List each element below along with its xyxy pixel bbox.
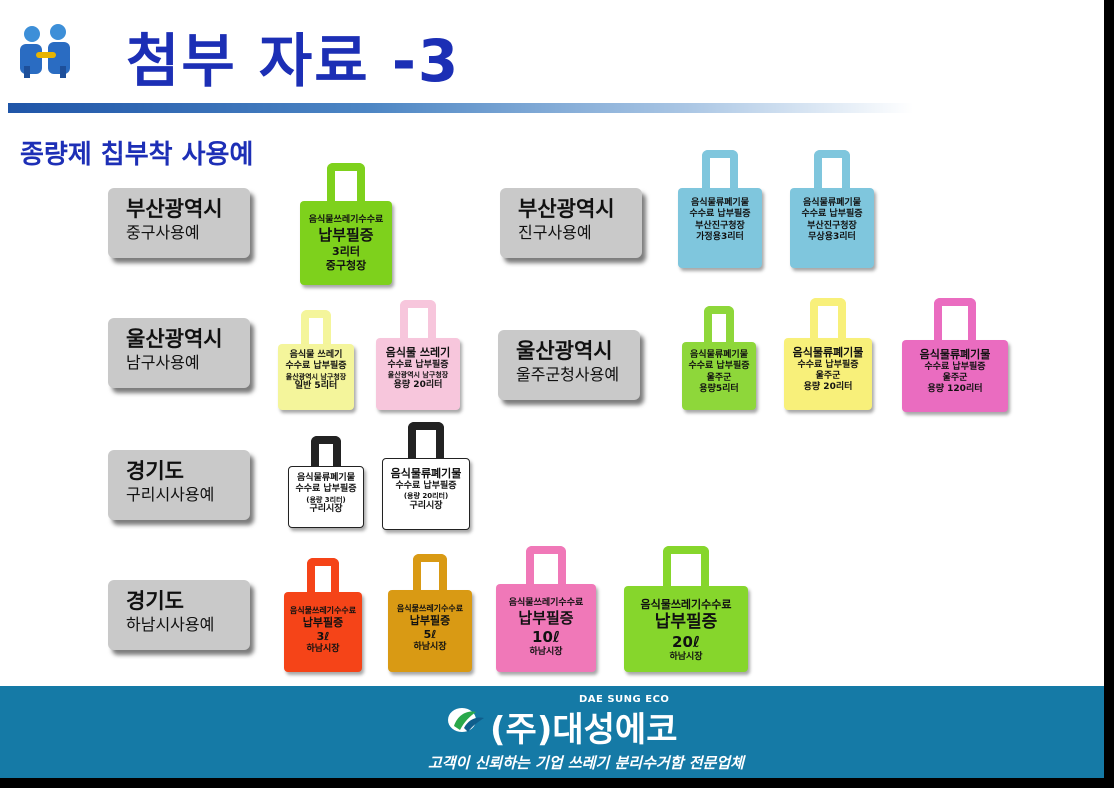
bag-image: 음식물 쓰레기 수수료 납부필증 울산광역시 남구청장 용량 20리터 xyxy=(376,300,460,410)
bag-line: 구리시장 xyxy=(309,504,343,515)
label-line1: 부산광역시 xyxy=(126,197,223,221)
bag-line: 음식물류폐기물 xyxy=(792,346,864,359)
company-name-korean: (주)대성에코 xyxy=(490,710,678,750)
bag-line: 하남시장 xyxy=(306,643,340,654)
label-ulsan-namgu: 울산광역시 남구사용예 xyxy=(108,318,250,388)
bag-image: 음식물쓰레기수수료 납부필증 5ℓ 하남시장 xyxy=(388,554,472,672)
bag-image: 음식물쓰레기수수료 납부필증 20ℓ 하남시장 xyxy=(624,546,748,672)
bag-image: 음식물쓰레기수수료 납부필증 10ℓ 하남시장 xyxy=(496,546,596,672)
bag-image: 음식물쓰레기수수료 납부필증 3ℓ 하남시장 xyxy=(284,558,362,672)
bag-line: 음식물 쓰레기 xyxy=(385,346,451,359)
bag-line: 울주군 xyxy=(815,371,841,381)
bag-line: 부산진구청장 xyxy=(695,220,745,231)
bag-line: 구리시장 xyxy=(409,500,443,511)
bag-line: 음식물류폐기물 xyxy=(691,198,749,208)
label-line1: 울산광역시 xyxy=(516,339,613,363)
label-line1: 경기도 xyxy=(126,589,184,613)
bag-line: 3리터 xyxy=(332,245,360,258)
bag-image: 음식물류폐기물 수수료 납부필증 울주군 용량 120리터 xyxy=(902,298,1008,412)
bag-line: 수수료 납부필증 xyxy=(688,361,750,372)
bag-line: 음식물류폐기물 xyxy=(919,348,991,361)
bag-image: 음식물류폐기물 수수료 납부필증 울주군 용량5리터 xyxy=(682,306,756,410)
bag-line: 울주군 xyxy=(942,373,968,383)
bag-line: 수수료 납부필증 xyxy=(285,361,347,372)
bag-line: 하남시장 xyxy=(529,646,563,657)
bag-line: 납부필증 xyxy=(318,226,374,245)
bag-image: 음식물류폐기물 수수료 납부필증 울주군 용량 20리터 xyxy=(784,298,872,410)
label-line1: 경기도 xyxy=(126,459,184,483)
section-subtitle: 종량제 칩부착 사용예 xyxy=(20,140,254,170)
bag-line: 5ℓ xyxy=(423,627,437,641)
title-divider xyxy=(8,103,913,113)
bag-line: 하남시장 xyxy=(413,641,447,652)
label-busan-junggu: 부산광역시 중구사용예 xyxy=(108,188,250,258)
bag-line: 수수료 납부필증 xyxy=(387,359,449,370)
two-people-icon xyxy=(20,24,70,78)
bag-line: 음식물쓰레기수수료 xyxy=(308,215,384,225)
bag-line: 납부필증 xyxy=(302,616,344,629)
bag-line: 울산광역시 남구청장 xyxy=(285,372,347,381)
bag-line: 수수료 납부필증 xyxy=(395,480,457,491)
bag-line: 수수료 납부필증 xyxy=(689,209,751,220)
bag-image: 음식물류폐기물 수수료 납부필증 부산진구청장 무상용3리터 xyxy=(790,150,874,268)
label-gyeonggi-guri: 경기도 구리시사용예 xyxy=(108,450,250,520)
bag-line: 수수료 납부필증 xyxy=(797,359,859,370)
bag-line: 가정용3리터 xyxy=(696,231,744,242)
bag-line: 무상용3리터 xyxy=(808,231,856,242)
bag-line: (용량 20리터) xyxy=(403,492,449,500)
bag-line: 10ℓ xyxy=(532,628,560,646)
bag-line: 음식물류폐기물 xyxy=(803,198,861,208)
bag-line: 하남시장 xyxy=(669,651,703,662)
bag-image: 음식물류폐기물 수수료 납부필증 (용량 3리터) 구리시장 xyxy=(288,436,364,528)
bag-line: 음식물류폐기물 xyxy=(690,350,748,360)
bag-line: 울주군 xyxy=(706,372,732,383)
company-name-english: DAE SUNG ECO xyxy=(579,694,670,705)
label-line2: 남구사용예 xyxy=(126,353,200,372)
bag-line: 용량 20리터 xyxy=(393,379,443,390)
label-line2: 중구사용예 xyxy=(126,223,200,242)
bag-line: 수수료 납부필증 xyxy=(801,209,863,220)
bag-line: 20ℓ xyxy=(672,633,700,651)
bag-line: 수수료 납부필증 xyxy=(295,484,357,495)
bag-line: 중구청장 xyxy=(325,258,367,272)
label-line1: 부산광역시 xyxy=(518,197,615,221)
label-line2: 울주군청사용예 xyxy=(516,365,620,384)
label-line2: 진구사용예 xyxy=(518,223,592,242)
bag-line: 일반 5리터 xyxy=(294,381,338,392)
bag-line: 음식물류폐기물 xyxy=(390,467,462,480)
bag-line: 부산진구청장 xyxy=(807,220,857,231)
bag-line: 납부필증 xyxy=(409,614,451,627)
slide: 첨부 자료 -3 종량제 칩부착 사용예 부산광역시 중구사용예 부산광역시 진… xyxy=(0,0,1104,778)
bag-line: (용량 3리터) xyxy=(306,495,346,504)
bag-line: 납부필증 xyxy=(518,609,574,628)
bag-line: 용량 120리터 xyxy=(927,384,983,395)
bag-line: 3ℓ xyxy=(316,629,330,643)
label-line1: 울산광역시 xyxy=(126,327,223,351)
bag-image: 음식물류폐기물 수수료 납부필증 부산진구청장 가정용3리터 xyxy=(678,150,762,268)
daesung-eco-logo-icon xyxy=(448,708,484,732)
page-title: 첨부 자료 -3 xyxy=(126,27,461,95)
label-busan-jingu: 부산광역시 진구사용예 xyxy=(500,188,642,258)
bag-image: 음식물류폐기물 수수료 납부필증 (용량 20리터) 구리시장 xyxy=(382,422,470,530)
bag-line: 음식물쓰레기수수료 xyxy=(508,598,584,608)
bag-line: 음식물쓰레기수수료 xyxy=(640,598,732,611)
company-slogan: 고객이 신뢰하는 기업 쓰레기 분리수거함 전문업체 xyxy=(428,754,744,772)
bag-line: 수수료 납부필증 xyxy=(924,361,986,372)
footer-band xyxy=(0,686,1104,778)
bag-line: 음식물 쓰레기 xyxy=(289,350,343,360)
bag-line: 납부필증 xyxy=(654,611,718,632)
bag-line: 용량 20리터 xyxy=(803,382,853,393)
bag-line: 음식물쓰레기수수료 xyxy=(396,604,464,613)
bag-line: 음식물쓰레기수수료 xyxy=(289,606,357,615)
label-line2: 구리시사용예 xyxy=(126,485,215,504)
bag-line: 용량5리터 xyxy=(699,383,739,394)
bag-line: 울산광역시 남구청장 xyxy=(387,371,449,379)
bag-image: 음식물 쓰레기 수수료 납부필증 울산광역시 남구청장 일반 5리터 xyxy=(278,310,354,410)
label-line2: 하남시사용예 xyxy=(126,615,215,634)
bag-line: 음식물류폐기물 xyxy=(297,473,355,483)
bag-image: 음식물쓰레기수수료 납부필증 3리터 중구청장 xyxy=(300,163,392,285)
label-ulsan-ulju: 울산광역시 울주군청사용예 xyxy=(498,330,640,400)
label-gyeonggi-hanam: 경기도 하남시사용예 xyxy=(108,580,250,650)
